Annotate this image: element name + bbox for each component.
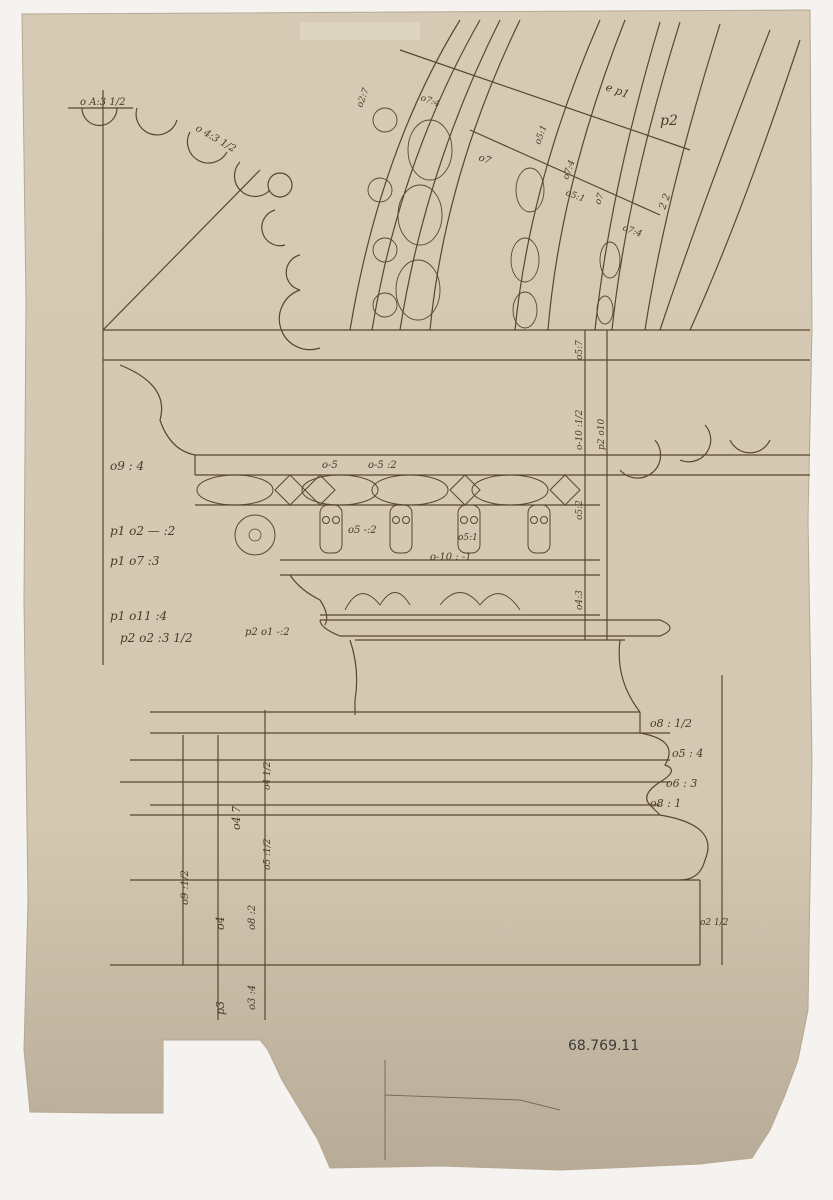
label-abacus: o-10 : -1 xyxy=(430,552,472,563)
base-label: o3 :4 xyxy=(247,985,258,1010)
right-label: p2 o10 xyxy=(597,419,607,450)
label-eggdart-b: o-5 :2 xyxy=(368,460,397,471)
label-p2-02: p2 o2 :3 1/2 xyxy=(120,631,193,645)
base-label: o6 : 3 xyxy=(666,777,697,790)
paper xyxy=(21,9,813,1171)
arch-label: o7 xyxy=(477,152,493,167)
ink-drawing xyxy=(68,19,810,1020)
arch-label: o7 xyxy=(593,192,606,206)
arch-label: p2 xyxy=(660,113,678,129)
label-top-left: o A:3 1/2 xyxy=(80,97,125,108)
base-label: o2 1/2 xyxy=(700,918,729,928)
base-label: o5 : 4 xyxy=(672,747,703,760)
right-label: o5:7 xyxy=(575,340,585,360)
base-label: o8 : 1 xyxy=(650,797,681,810)
base-right-labels: o8 : 1/2 o5 : 4 o6 : 3 o8 : 1 o2 1/2 xyxy=(650,717,729,928)
right-dimension-labels: o5:7 o-10 :1/2 p2 o10 o5:2 o4:3 xyxy=(575,340,607,610)
base-label: o4 1/2 xyxy=(263,761,273,790)
base-label: o8 :2 xyxy=(247,905,258,930)
arch-label: 2 2 xyxy=(657,192,673,212)
base-label: o4 7 xyxy=(230,806,243,830)
right-label: o5:2 xyxy=(575,500,585,520)
label-frieze-b: o5:1 xyxy=(458,533,478,543)
base-left-labels: o9 :1/2 o4 o4 7 o8 :2 o5 :1/2 o4 1/2 o3 … xyxy=(180,761,273,1015)
label-p1-02: p1 o2 — :2 xyxy=(110,524,175,538)
base-label: o4 xyxy=(214,916,227,930)
left-dimension-labels: o9 : 4 p1 o2 — :2 p1 o7 :3 p1 o11 :4 p2 … xyxy=(110,459,193,645)
label-frieze: o5 -:2 xyxy=(348,525,377,536)
base-label: o8 : 1/2 xyxy=(650,717,692,730)
right-label: o4:3 xyxy=(575,590,585,610)
paper-tear xyxy=(384,1060,561,1160)
label-fillet: p2 o1 -:2 xyxy=(245,627,290,638)
label-p1-07: p1 o7 :3 xyxy=(110,554,160,568)
base-label: o5 :1/2 xyxy=(263,838,273,870)
accession-number: 68.769.11 xyxy=(568,1038,639,1054)
label-p1-011: p1 o11 :4 xyxy=(110,609,167,623)
base-label: o9 :1/2 xyxy=(180,870,191,905)
label-09-4: o9 : 4 xyxy=(110,459,144,473)
label-eggdart-a: o-5 xyxy=(322,460,338,471)
inline-labels: o-5 o-5 :2 o5 -:2 o5:1 o-10 : -1 p2 o1 -… xyxy=(245,460,478,638)
base-label: p3 xyxy=(214,1001,227,1015)
right-label: o-10 :1/2 xyxy=(575,409,585,450)
